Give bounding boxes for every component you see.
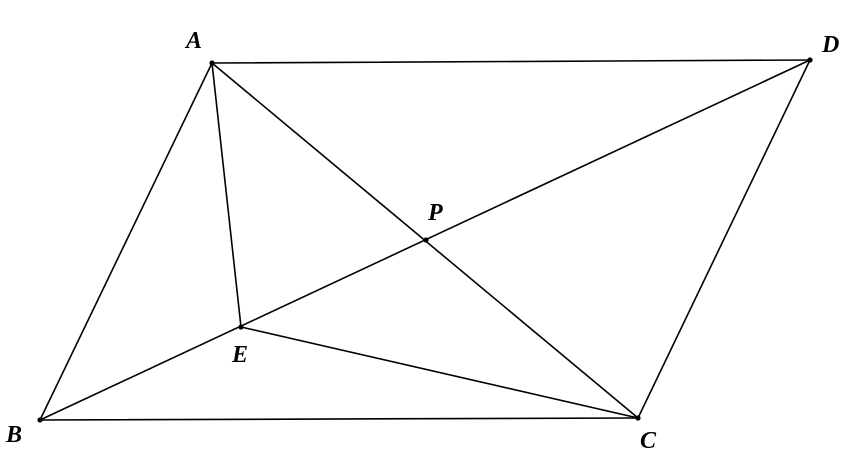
segment-AB [39, 62, 213, 421]
point-P [423, 237, 429, 243]
point-C [635, 415, 641, 421]
segment-BC [39, 417, 639, 421]
segment-AD [211, 59, 811, 64]
segment-AE [211, 62, 242, 328]
label-D: D [821, 32, 839, 58]
label-P: P [427, 200, 443, 226]
labels-group: A B C D P E [5, 28, 839, 454]
label-C: C [640, 428, 657, 454]
label-B: B [5, 422, 22, 448]
segment-EC [240, 326, 639, 419]
points-group [37, 57, 813, 423]
point-D [807, 57, 813, 63]
segment-CD [637, 59, 811, 419]
label-E: E [231, 342, 248, 368]
point-E [238, 324, 244, 330]
label-A: A [184, 28, 202, 54]
point-A [209, 60, 215, 66]
point-B [37, 417, 43, 423]
